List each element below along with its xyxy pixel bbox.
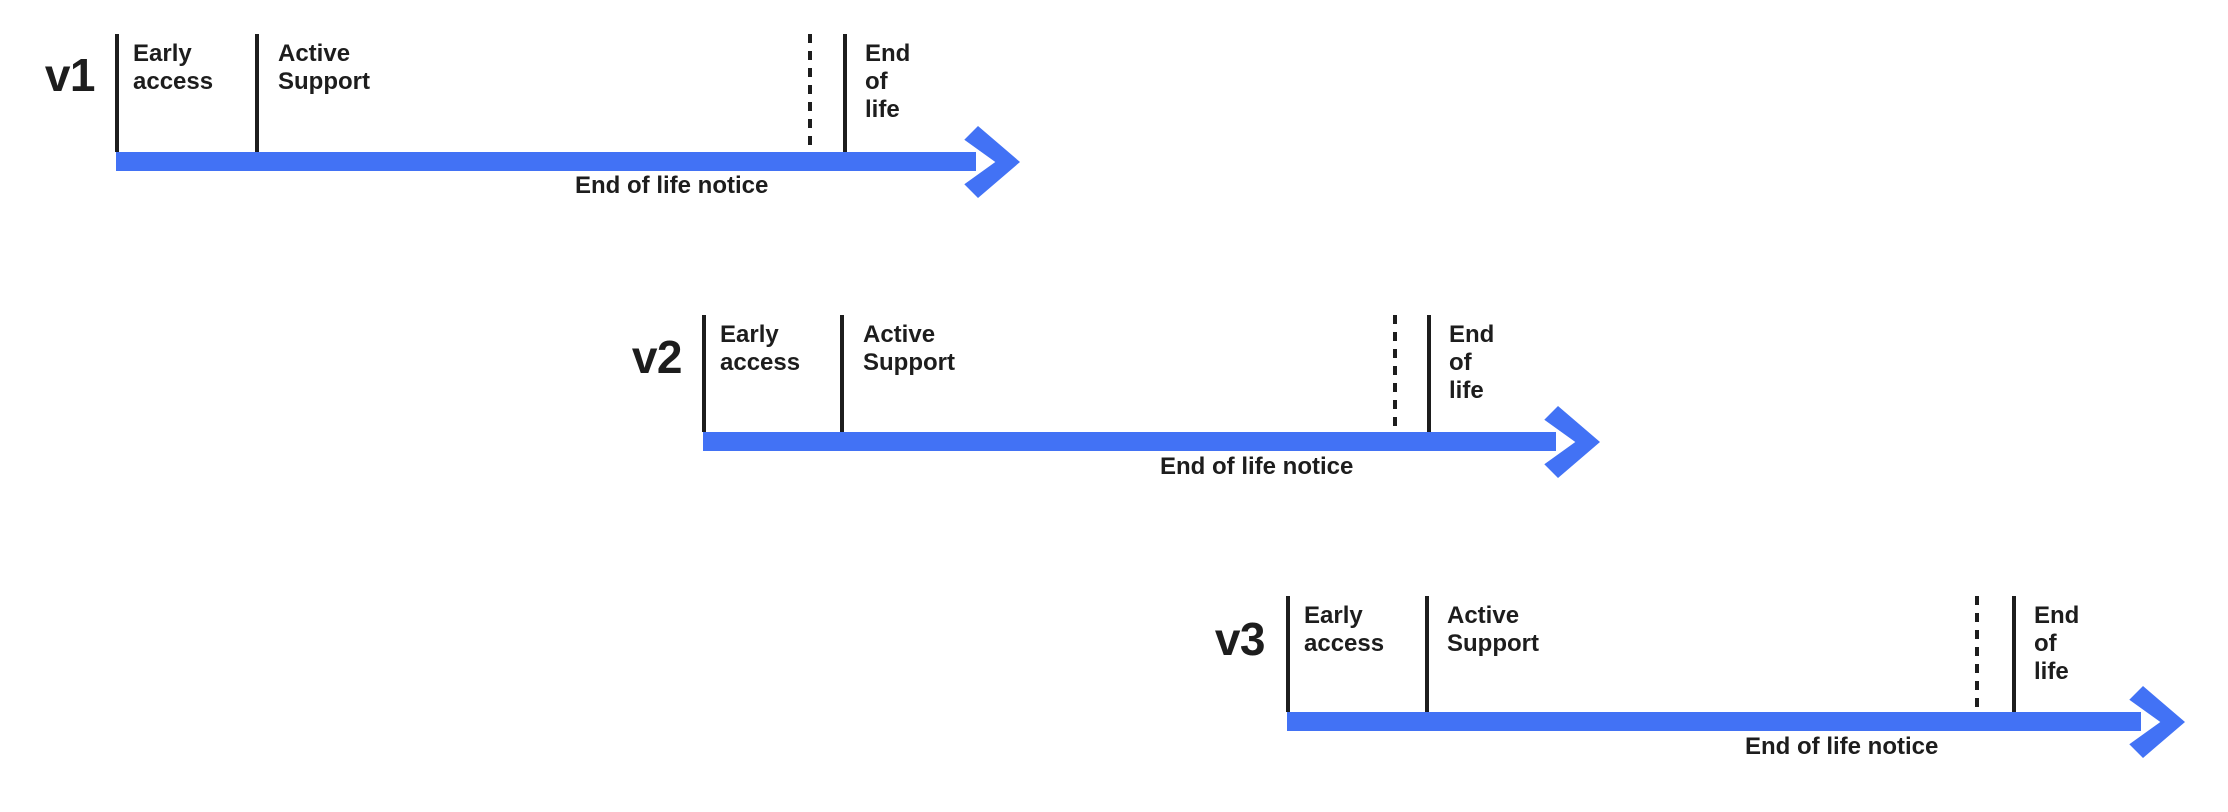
version-label-v3: v3 xyxy=(1214,613,1266,665)
version-label-v2: v2 xyxy=(631,331,683,383)
notice-marker-dashed-v3 xyxy=(1975,596,1979,712)
phase-label-v3-2: End of life xyxy=(2034,602,2080,685)
phase-divider-v2-0 xyxy=(702,315,706,432)
phase-divider-v3-1 xyxy=(1425,596,1429,712)
end-of-life-notice-label-v1: End of life notice xyxy=(575,172,769,199)
phase-divider-v1-0 xyxy=(115,34,119,152)
timeline-arrowhead-v1 xyxy=(964,125,1020,198)
timeline-bar-v2 xyxy=(703,432,1556,451)
phase-label-v3-0: Early access xyxy=(1304,602,1385,657)
timeline-bar-v1 xyxy=(116,152,976,171)
phase-label-v2-0: Early access xyxy=(720,321,801,376)
phase-divider-v2-1 xyxy=(840,315,844,432)
timeline-arrowhead-v2 xyxy=(1544,405,1600,478)
phase-divider-v3-3 xyxy=(2012,596,2016,712)
notice-marker-dashed-v1 xyxy=(808,34,812,152)
phase-label-v1-0: Early access xyxy=(133,40,214,95)
phase-divider-v1-1 xyxy=(255,34,259,152)
end-of-life-notice-label-v2: End of life notice xyxy=(1160,453,1354,480)
notice-marker-dashed-v2 xyxy=(1393,315,1397,432)
phase-label-v1-2: End of life xyxy=(865,40,911,123)
phase-divider-v1-3 xyxy=(843,34,847,152)
timeline-arrowhead-v3 xyxy=(2129,685,2185,758)
phase-label-v3-1: Active Support xyxy=(1447,602,1539,657)
phase-label-v1-1: Active Support xyxy=(278,40,370,95)
timeline-bar-v3 xyxy=(1287,712,2141,731)
phase-label-v2-1: Active Support xyxy=(863,321,955,376)
version-label-v1: v1 xyxy=(44,49,96,101)
end-of-life-notice-label-v3: End of life notice xyxy=(1745,733,1939,760)
phase-label-v2-2: End of life xyxy=(1449,321,1495,404)
phase-divider-v2-3 xyxy=(1427,315,1431,432)
phase-divider-v3-0 xyxy=(1286,596,1290,712)
